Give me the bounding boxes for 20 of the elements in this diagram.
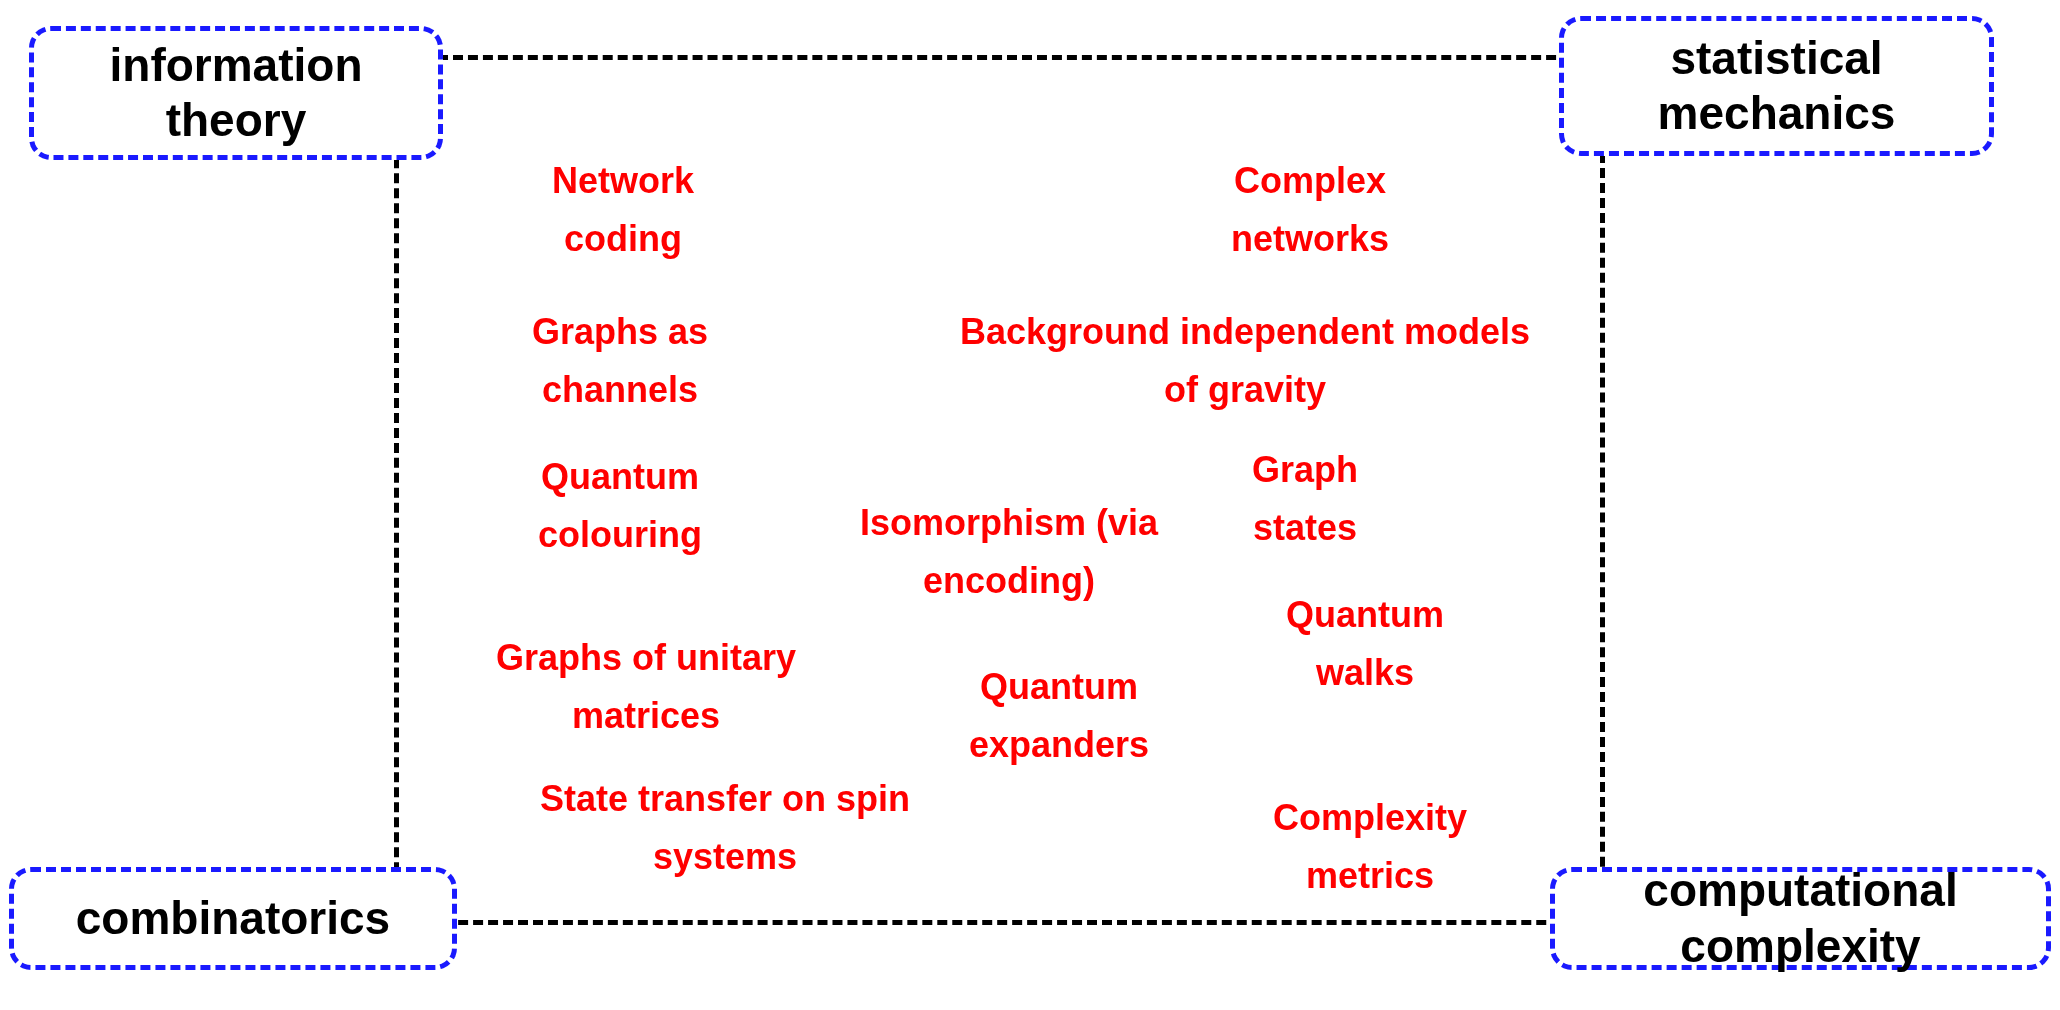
topic-label: Complex networks: [1229, 159, 1390, 261]
category-label: computational complexity: [1642, 863, 1959, 974]
category-box: [9, 867, 457, 970]
category-box: [1550, 867, 2051, 970]
category-label: information theory: [108, 37, 364, 148]
topic-label: Network coding: [551, 159, 695, 261]
topic-label: State transfer on spin systems: [538, 777, 912, 879]
topic-label: Quantum expanders: [967, 665, 1151, 767]
topic-label: Complexity metrics: [1271, 796, 1468, 898]
category-label: statistical mechanics: [1656, 30, 1897, 141]
topic-label: Isomorphism (via encoding): [858, 501, 1160, 603]
topic-label: Background independent models of gravity: [958, 310, 1532, 412]
category-box: [1559, 16, 1994, 156]
category-label: combinatorics: [75, 890, 391, 946]
topic-label: Graphs of unitary matrices: [494, 636, 797, 738]
topic-label: Quantum colouring: [537, 455, 703, 557]
topic-label: Graphs as channels: [530, 310, 710, 412]
topic-label: Graph states: [1251, 448, 1359, 550]
category-box: [29, 26, 443, 160]
topic-label: Quantum walks: [1285, 593, 1445, 695]
